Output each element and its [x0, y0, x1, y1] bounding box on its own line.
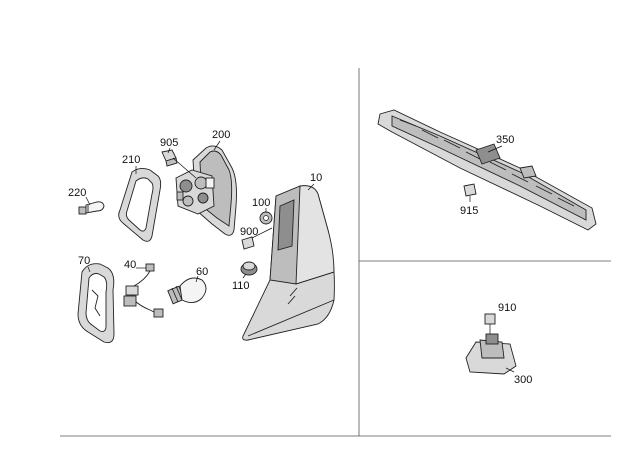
- part-900-clip[interactable]: [241, 236, 255, 250]
- part-110-socket[interactable]: [240, 261, 258, 276]
- callout-350: 350: [496, 134, 514, 146]
- part-10-tail-lamp[interactable]: [242, 185, 335, 341]
- callout-100: 100: [252, 197, 270, 209]
- callout-900: 900: [240, 226, 258, 238]
- callout-labels: 220 210 70 200 905 40 60 10 100 900 110 …: [68, 129, 532, 386]
- part-210-gasket[interactable]: [118, 167, 162, 242]
- part-350-brake-light[interactable]: [377, 109, 597, 231]
- part-40-wiring-harness[interactable]: [123, 263, 164, 318]
- callout-70: 70: [78, 255, 90, 267]
- part-200-bulb-carrier[interactable]: [175, 145, 237, 236]
- part-905-clip[interactable]: [161, 149, 178, 167]
- callout-910: 910: [498, 302, 516, 314]
- callout-220: 220: [68, 187, 86, 199]
- part-220-bulb[interactable]: [78, 201, 105, 215]
- part-60-bulb[interactable]: [167, 277, 207, 305]
- callout-915: 915: [460, 205, 478, 217]
- callout-210: 210: [122, 154, 140, 166]
- part-70-gasket[interactable]: [77, 263, 115, 344]
- part-915-clip[interactable]: [463, 183, 477, 197]
- callout-40: 40: [124, 259, 136, 271]
- part-100-grommet[interactable]: [259, 211, 273, 225]
- part-910-plug[interactable]: [484, 313, 496, 325]
- callout-300: 300: [514, 374, 532, 386]
- leader-lines: [85, 140, 515, 373]
- part-300-license-lamp[interactable]: [465, 333, 517, 375]
- callout-60: 60: [196, 266, 208, 278]
- callout-110: 110: [232, 280, 250, 292]
- callout-200: 200: [212, 129, 230, 141]
- callout-905: 905: [160, 137, 178, 149]
- callout-10: 10: [310, 172, 322, 184]
